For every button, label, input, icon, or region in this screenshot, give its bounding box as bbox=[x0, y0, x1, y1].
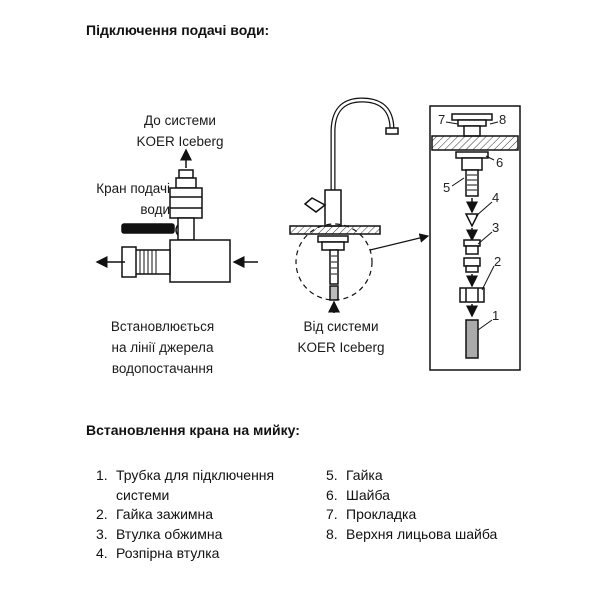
callout-7: 7 bbox=[438, 112, 445, 127]
callout-5: 5 bbox=[443, 180, 450, 195]
list-item: 8.Верхня лицьова шайба bbox=[326, 525, 498, 542]
callout-4: 4 bbox=[492, 190, 499, 205]
list-item: 1.Трубка для підключення системи bbox=[96, 467, 275, 503]
from-system-label: Від системи KOER Iceberg bbox=[297, 319, 385, 355]
callout-1: 1 bbox=[492, 308, 499, 323]
detail-leader bbox=[369, 233, 430, 251]
callout-8: 8 bbox=[499, 112, 506, 127]
detail-circle bbox=[295, 223, 373, 301]
list-item: 2.Гайка зажимна bbox=[96, 506, 214, 522]
list-item: 5.Гайка bbox=[326, 467, 383, 483]
faucet-drawing bbox=[289, 97, 399, 301]
callout-3: 3 bbox=[492, 220, 499, 235]
parts-list-left: 1.Трубка для підключення системи 2.Гайка… bbox=[96, 466, 316, 564]
to-system-label: До системи KOER Iceberg bbox=[136, 113, 224, 149]
list-item: 6.Шайба bbox=[326, 486, 390, 503]
list-item: 3.Втулка обжимна bbox=[96, 525, 223, 542]
install-heading: Встановлення крана на мийку: bbox=[86, 422, 300, 438]
installed-on-line-label: Встановлюється на лінії джерела водопост… bbox=[110, 319, 215, 376]
list-item: 7.Прокладка bbox=[326, 506, 417, 522]
valve-label: Кран подачі води bbox=[96, 181, 170, 217]
exploded-detail bbox=[429, 105, 521, 371]
list-item: 4.Розпірна втулка bbox=[96, 545, 220, 561]
tee-valve-assembly bbox=[121, 148, 231, 283]
callout-6: 6 bbox=[496, 155, 503, 170]
callout-2: 2 bbox=[494, 254, 501, 269]
parts-list-right: 5.Гайка 6.Шайба 7.Прокладка 8.Верхня лиц… bbox=[326, 466, 506, 544]
connection-heading: Підключення подачі води: bbox=[86, 22, 270, 38]
